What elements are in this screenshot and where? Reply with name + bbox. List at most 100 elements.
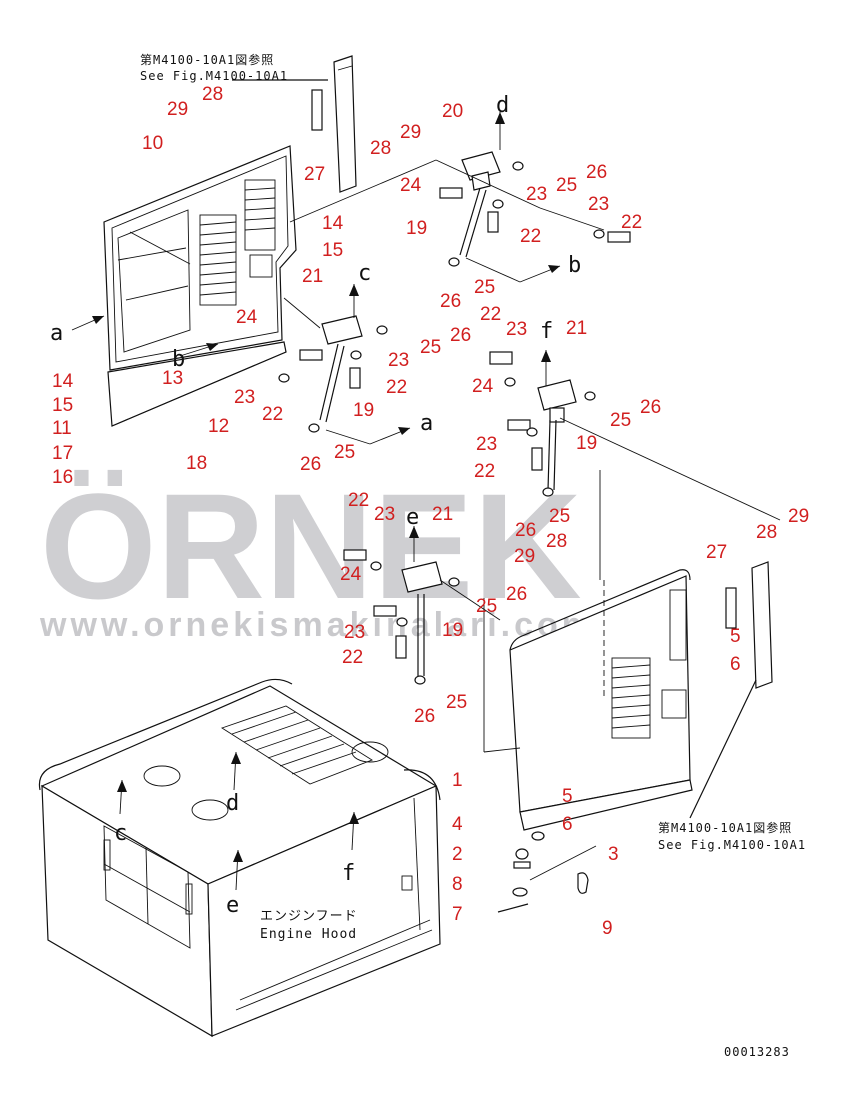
callout-27: 27: [304, 164, 325, 185]
arrow-label-b: b: [568, 253, 581, 278]
callout-19: 19: [353, 400, 374, 421]
callout-19: 19: [442, 620, 463, 641]
engine-hood-body: [38, 678, 441, 1038]
callout-28: 28: [202, 84, 223, 105]
callout-5: 5: [562, 786, 573, 807]
callout-18: 18: [186, 453, 207, 474]
hood-label-en: Engine Hood: [260, 927, 357, 942]
callout-29: 29: [788, 506, 809, 527]
watermark: ÖRNEK www.ornekismakinalari.com.tr: [39, 462, 638, 644]
callout-4: 4: [452, 814, 463, 835]
left-side-panel: [103, 145, 297, 427]
callout-9: 9: [602, 918, 613, 939]
callout-24: 24: [472, 376, 494, 397]
callout-25: 25: [610, 410, 631, 431]
engine-hood-label: エンジンフード Engine Hood: [260, 909, 358, 942]
reference-note-top: 第M4100-10A1図参照 See Fig.M4100-10A1: [140, 52, 288, 83]
callout-25: 25: [549, 506, 570, 527]
callout-24: 24: [340, 564, 362, 585]
callout-2: 2: [452, 844, 463, 865]
lower-latch-parts: [497, 831, 597, 913]
callout-29: 29: [400, 122, 421, 143]
callout-6: 6: [730, 654, 741, 675]
hood-label-jp: エンジンフード: [260, 909, 358, 924]
arrow-label-c: c: [358, 261, 371, 286]
arrow-label-d: d: [226, 791, 239, 816]
callout-22: 22: [621, 212, 642, 233]
callout-26: 26: [300, 454, 321, 475]
callout-23: 23: [234, 387, 255, 408]
upper-damper-group-20: [289, 112, 631, 283]
callout-20: 20: [442, 101, 463, 122]
callout-28: 28: [546, 531, 567, 552]
arrow-label-d: d: [496, 93, 509, 118]
callout-26: 26: [414, 706, 435, 727]
arrow-label-e: e: [226, 893, 239, 918]
arrow-label-f: f: [342, 861, 355, 886]
top-left-hinge-bracket: [232, 55, 357, 193]
callout-25: 25: [420, 337, 441, 358]
callout-23: 23: [344, 622, 365, 643]
callout-22: 22: [342, 647, 363, 668]
arrow-label-e: e: [406, 505, 419, 530]
callout-22: 22: [474, 461, 495, 482]
lower-damper-group-21: [343, 526, 501, 685]
callout-29: 29: [514, 546, 535, 567]
callout-22: 22: [262, 404, 283, 425]
drawing-number: 00013283: [724, 1045, 790, 1059]
left-damper-group-21: [71, 284, 411, 445]
callout-14: 14: [322, 213, 344, 234]
callout-26: 26: [506, 584, 527, 605]
callout-24: 24: [236, 307, 258, 328]
callout-12: 12: [208, 416, 229, 437]
callout-28: 28: [370, 138, 391, 159]
callout-1: 1: [452, 770, 463, 791]
callout-22: 22: [386, 377, 407, 398]
arrow-label-b: b: [172, 347, 185, 372]
ref-bottom-line1: 第M4100-10A1図参照: [658, 820, 792, 835]
callout-24: 24: [400, 175, 422, 196]
arrow-label-a: a: [420, 411, 433, 436]
callout-11: 11: [52, 418, 72, 439]
callout-19: 19: [406, 218, 427, 239]
callout-15: 15: [322, 240, 343, 261]
callout-16: 16: [52, 467, 73, 488]
right-damper-group-21: [489, 350, 781, 521]
ref-top-line2: See Fig.M4100-10A1: [140, 69, 288, 83]
ref-bottom-line2: See Fig.M4100-10A1: [658, 838, 806, 852]
callout-26: 26: [450, 325, 471, 346]
callout-3: 3: [608, 844, 619, 865]
callout-25: 25: [476, 596, 497, 617]
callout-26: 26: [515, 520, 536, 541]
callout-17: 17: [52, 443, 73, 464]
callout-26: 26: [440, 291, 461, 312]
callout-13: 13: [162, 368, 183, 389]
callout-23: 23: [526, 184, 547, 205]
callout-8: 8: [452, 874, 463, 895]
callout-6: 6: [562, 814, 573, 835]
callout-26: 26: [586, 162, 607, 183]
arrow-label-f: f: [540, 319, 553, 344]
callout-23: 23: [588, 194, 609, 215]
callout-21: 21: [432, 504, 453, 525]
callout-21: 21: [302, 266, 323, 287]
right-hinge-bracket: [689, 561, 773, 819]
callout-23: 23: [476, 434, 497, 455]
callout-25: 25: [556, 175, 577, 196]
callout-19: 19: [576, 433, 597, 454]
callout-25: 25: [334, 442, 355, 463]
callout-23: 23: [506, 319, 527, 340]
callout-22: 22: [348, 490, 369, 511]
callout-5: 5: [730, 626, 741, 647]
callout-15: 15: [52, 395, 73, 416]
callout-7: 7: [452, 904, 463, 925]
watermark-brand: ÖRNEK: [40, 462, 582, 630]
part-callouts: 29 28 10 27 29 28 20 24 23 25 26 14 15 1…: [52, 84, 809, 939]
callout-29: 29: [167, 99, 188, 120]
callout-23: 23: [388, 350, 409, 371]
arrow-label-c: c: [114, 821, 127, 846]
callout-25: 25: [474, 277, 495, 298]
callout-21: 21: [566, 318, 587, 339]
